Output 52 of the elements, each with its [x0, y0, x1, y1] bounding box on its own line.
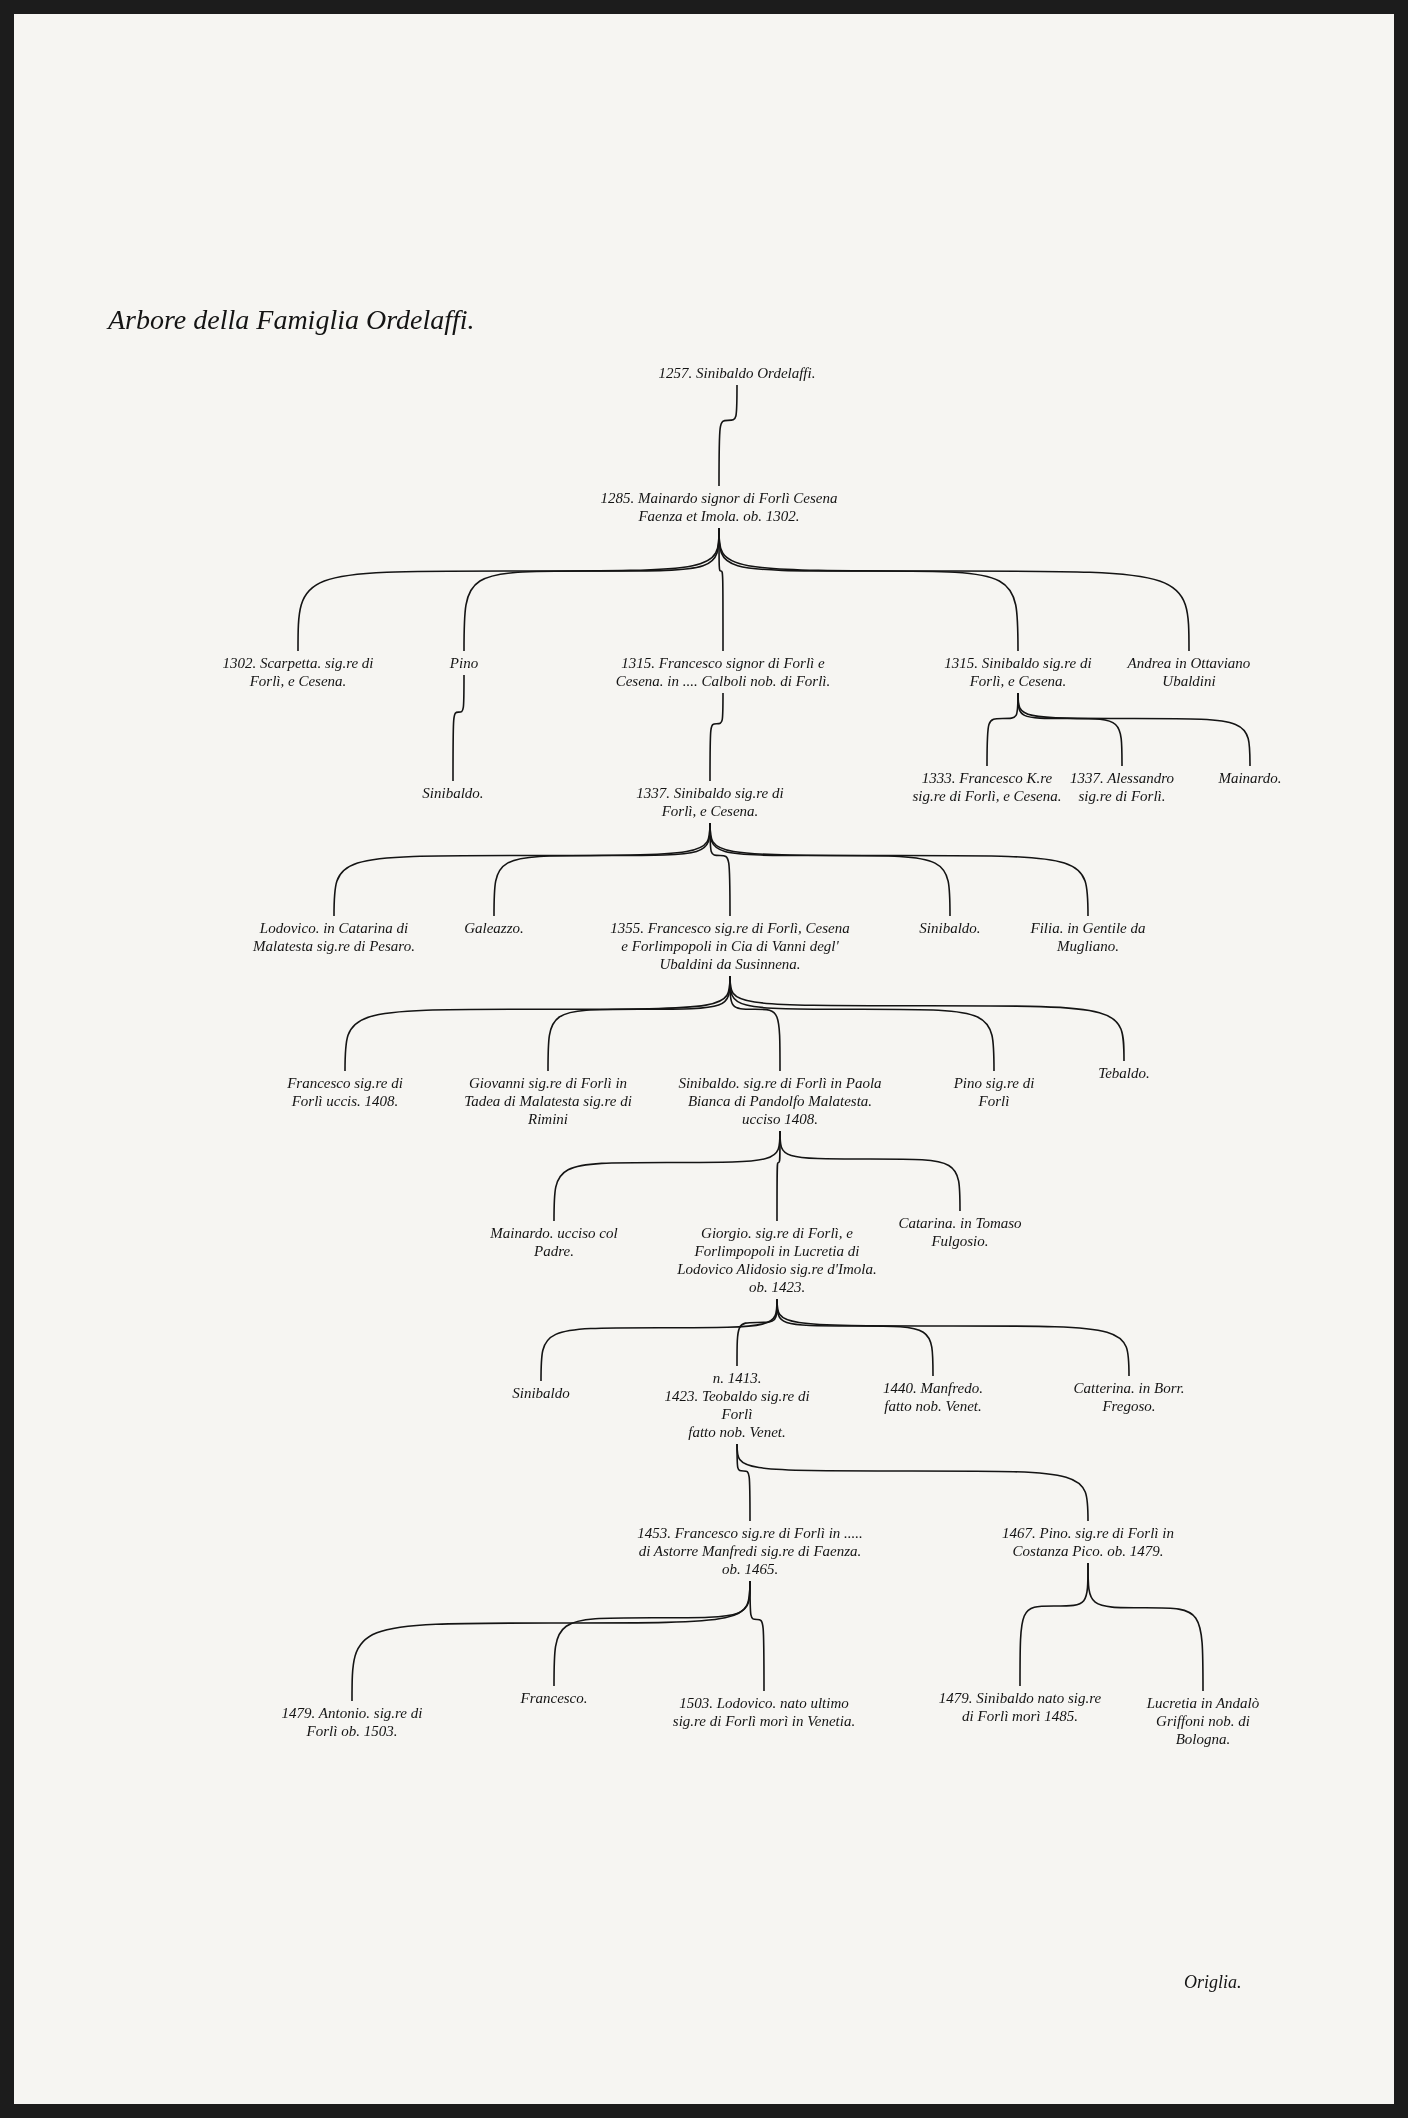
name-entry: 1333. Francesco K.re sig.re di Forlì, e Cesena.	[912, 769, 1062, 805]
tree-line	[718, 527, 1190, 652]
name-entry: 1467. Pino. sig.re di Forlì in Costanza Pico. ob. 1479.	[1001, 1524, 1175, 1560]
name-entry: n. 1413.	[712, 1369, 762, 1387]
signature-note: Origlia.	[1184, 1971, 1242, 1994]
name-entry: Lucretia in Andalò Griffoni nob. di Bologna.	[1145, 1694, 1261, 1748]
name-entry: Sinibaldo	[512, 1384, 570, 1402]
tree-line	[749, 1580, 765, 1692]
name-entry: 1285. Mainardo signor di Forlì Cesena Faenza et Imola. ob. 1302.	[599, 489, 839, 525]
tree-line	[729, 975, 1125, 1062]
name-entry: Francesco.	[520, 1689, 588, 1707]
tree-line	[1017, 692, 1251, 767]
name-entry: Andrea in Ottaviano Ubaldini	[1126, 654, 1252, 690]
name-entry: 1257. Sinibaldo Ordelaffi.	[658, 364, 816, 382]
tree-line	[736, 1443, 1089, 1522]
name-entry: 1453. Francesco sig.re di Forlì in ..... di Astorre Manfredi sig.re di Faenza. ob. 1465.	[636, 1524, 864, 1578]
name-entry: 1315. Francesco signor di Forlì e Cesena. in .... Calboli nob. di Forlì.	[614, 654, 832, 690]
name-entry: Catterina. in Borr. Fregoso.	[1072, 1379, 1186, 1415]
name-entry: 1337. Alessandro sig.re di Forlì.	[1068, 769, 1176, 805]
name-entry: 1315. Sinibaldo sig.re di Forlì, e Cesena.	[943, 654, 1093, 690]
name-entry: Pino	[449, 654, 479, 672]
name-entry: Giovanni sig.re di Forlì in Tadea di Malatesta sig.re di Rimini	[463, 1074, 633, 1128]
name-entry: Sinibaldo. sig.re di Forlì in Paola Bianca di Pandolfo Malatesta. ucciso 1408.	[677, 1074, 883, 1128]
name-entry: Mainardo.	[1218, 769, 1282, 787]
name-entry: Sinibaldo.	[422, 784, 484, 802]
name-entry: Sinibaldo.	[919, 919, 981, 937]
name-entry: Pino sig.re di Forlì	[952, 1074, 1036, 1110]
name-entry: Mainardo. ucciso col Padre.	[489, 1224, 619, 1260]
name-entry: Filia. in Gentile da Mugliano.	[1029, 919, 1147, 955]
name-entry: 1479. Antonio. sig.re di Forlì ob. 1503.	[280, 1704, 424, 1740]
name-entry: Giorgio. sig.re di Forlì, e Forlimpopoli in Lucretia di Lodovico Alidosio sig.re d'Imola. ob. 1423.	[676, 1224, 878, 1296]
name-entry: Tebaldo.	[1098, 1064, 1150, 1082]
name-entry: 1355. Francesco sig.re di Forlì, Cesena e Forlimpopoli in Cia di Vanni degl' Ubaldini da Susinnena.	[610, 919, 850, 973]
name-entry: 1337. Sinibaldo sig.re di Forlì, e Cesena.	[635, 784, 785, 820]
name-entry: 1302. Scarpetta. sig.re di Forlì, e Cesena.	[221, 654, 375, 690]
tree-line	[452, 674, 465, 782]
tree-line	[718, 384, 738, 487]
tree-line	[776, 1298, 1130, 1377]
name-entry: Catarina. in Tomaso Fulgosio.	[897, 1214, 1023, 1250]
tree-line	[779, 1130, 961, 1212]
name-entry: 1440. Manfredo.	[883, 1379, 983, 1397]
name-entry: fatto nob. Venet.	[688, 1423, 786, 1441]
tree-line	[709, 822, 1089, 917]
tree-line	[709, 692, 724, 782]
name-entry: 1503. Lodovico. nato ultimo sig.re di Forlì morì in Venetia.	[671, 1694, 857, 1730]
name-entry: Francesco sig.re di Forlì uccis. 1408.	[286, 1074, 404, 1110]
name-entry: fatto nob. Venet.	[884, 1397, 982, 1415]
title: Arbore della Famiglia Ordelaffi.	[108, 303, 475, 337]
tree-line	[1087, 1562, 1204, 1692]
name-entry: Lodovico. in Catarina di Malatesta sig.re di Pesaro.	[252, 919, 416, 955]
name-entry: 1479. Sinibaldo nato sig.re di Forlì morì 1485.	[937, 1689, 1103, 1725]
name-entry: Galeazzo.	[464, 919, 524, 937]
